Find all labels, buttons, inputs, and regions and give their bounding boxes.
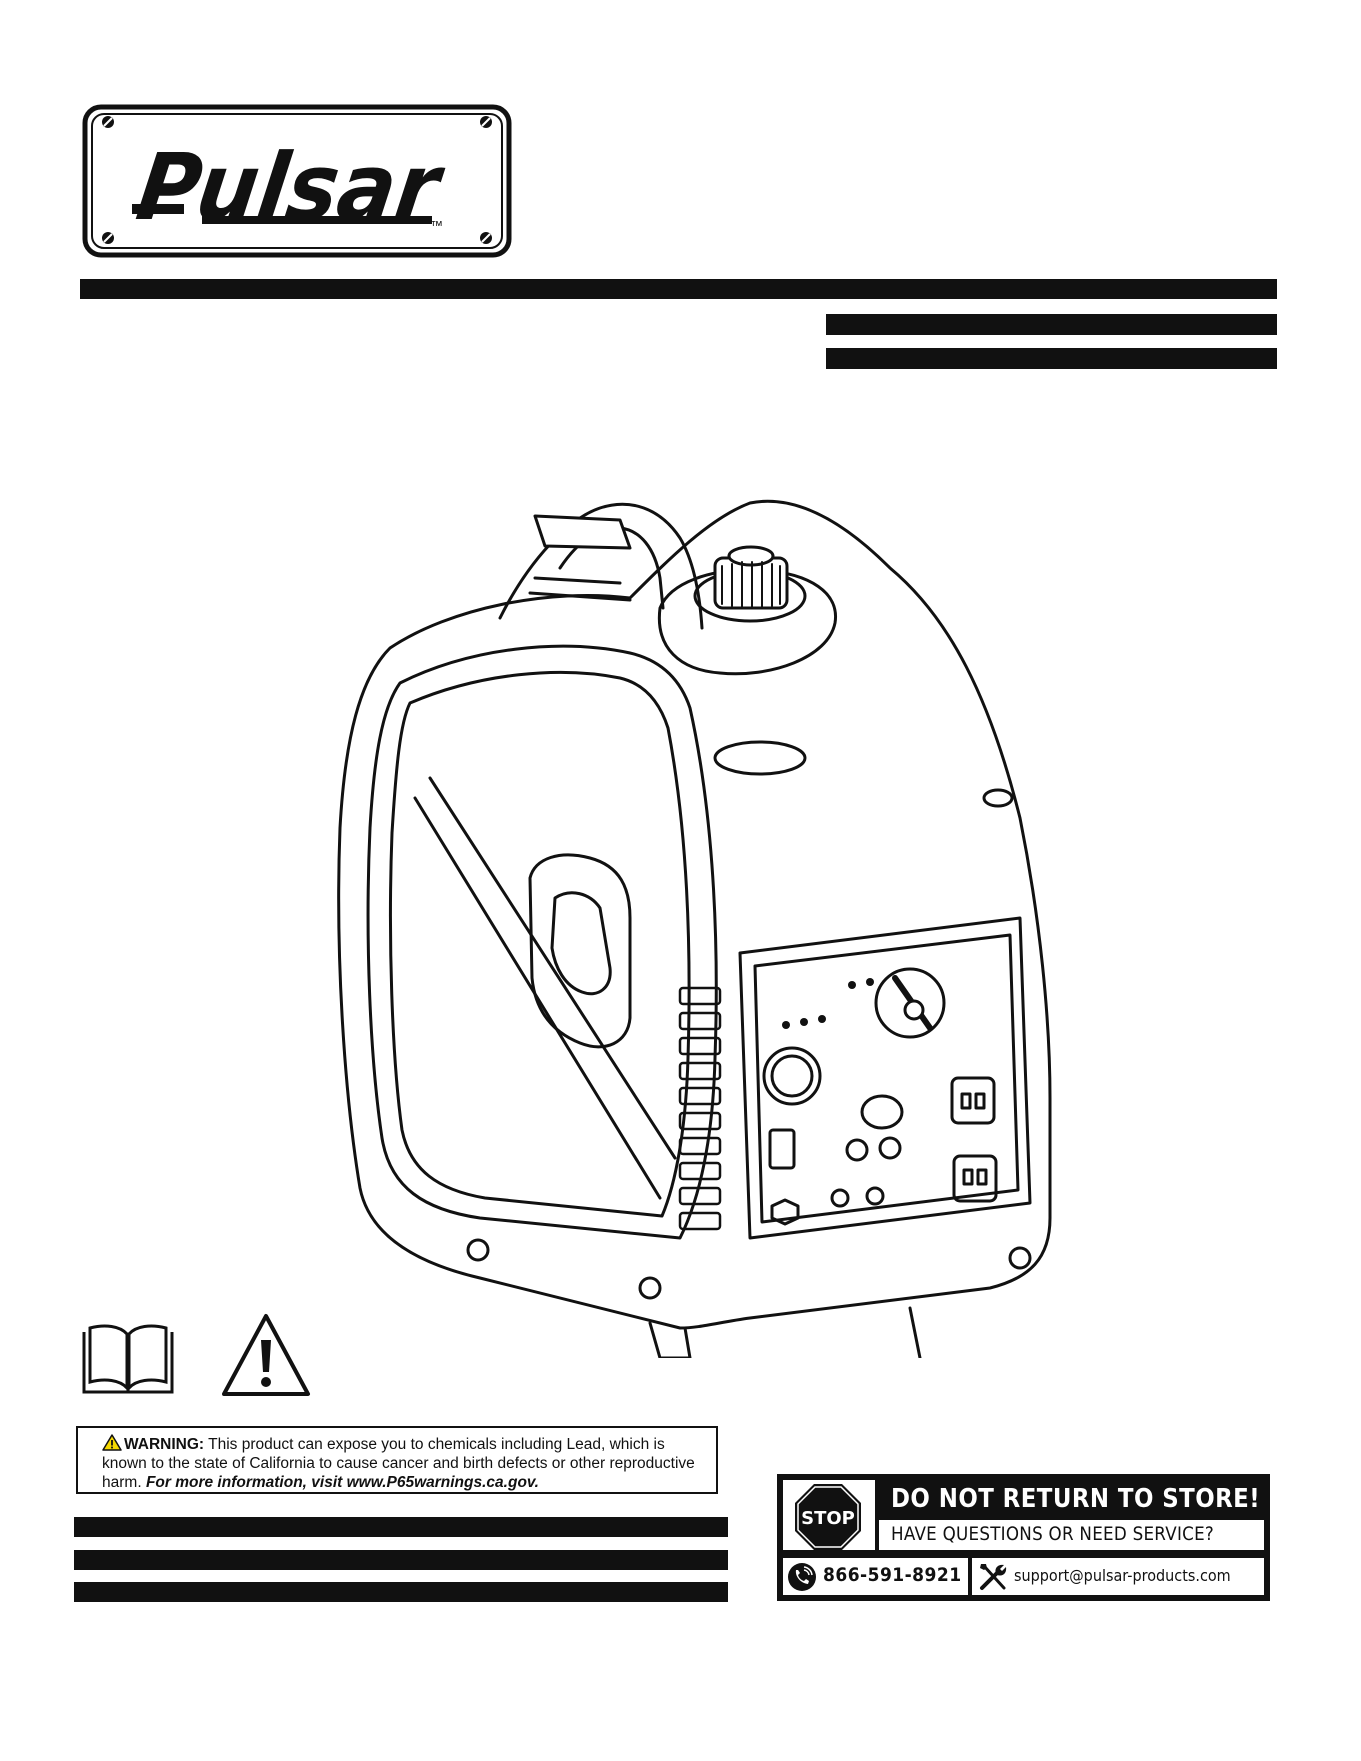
phone-icon xyxy=(788,1563,816,1591)
stop-sign-icon: STOP xyxy=(795,1484,861,1550)
pulsar-logo: Pulsar xyxy=(82,104,512,258)
prop65-warning: WARNING: This product can expose you to … xyxy=(76,1426,718,1494)
tools-icon xyxy=(980,1564,1007,1590)
trademark-symbol: ™ xyxy=(430,218,443,233)
warning-text: This product can expose you to chemicals… xyxy=(102,1436,695,1491)
warning-label: WARNING: xyxy=(124,1436,205,1453)
stop-sign-text: STOP xyxy=(801,1508,855,1529)
model-bar-1 xyxy=(826,314,1277,335)
title-bar xyxy=(80,279,1277,299)
support-box: STOP DO NOT RETURN TO STORE! HAVE QUESTI… xyxy=(777,1474,1270,1601)
info-bar-3 xyxy=(74,1582,728,1602)
info-bar-1 xyxy=(74,1517,728,1537)
questions-subhead: HAVE QUESTIONS OR NEED SERVICE? xyxy=(891,1523,1215,1545)
read-manual-icon xyxy=(82,1324,174,1394)
stop-sign-cell: STOP xyxy=(783,1480,875,1550)
email-cell: support@pulsar-products.com xyxy=(972,1558,1264,1595)
info-bar-2 xyxy=(74,1550,728,1570)
support-phone[interactable]: 866-591-8921 xyxy=(823,1564,962,1586)
support-email[interactable]: support@pulsar-products.com xyxy=(1014,1566,1231,1585)
warning-more-info: For more information, visit www.P65warni… xyxy=(145,1474,539,1491)
model-bar-2 xyxy=(826,348,1277,369)
do-not-return-headline: DO NOT RETURN TO STORE! xyxy=(891,1484,1261,1514)
generator-illustration xyxy=(337,499,1052,1358)
questions-cell: HAVE QUESTIONS OR NEED SERVICE? xyxy=(879,1520,1264,1550)
svg-text:Pulsar: Pulsar xyxy=(131,133,451,240)
warning-triangle-icon xyxy=(102,1434,122,1451)
phone-cell: 866-591-8921 xyxy=(783,1558,968,1595)
caution-icon xyxy=(222,1314,310,1396)
